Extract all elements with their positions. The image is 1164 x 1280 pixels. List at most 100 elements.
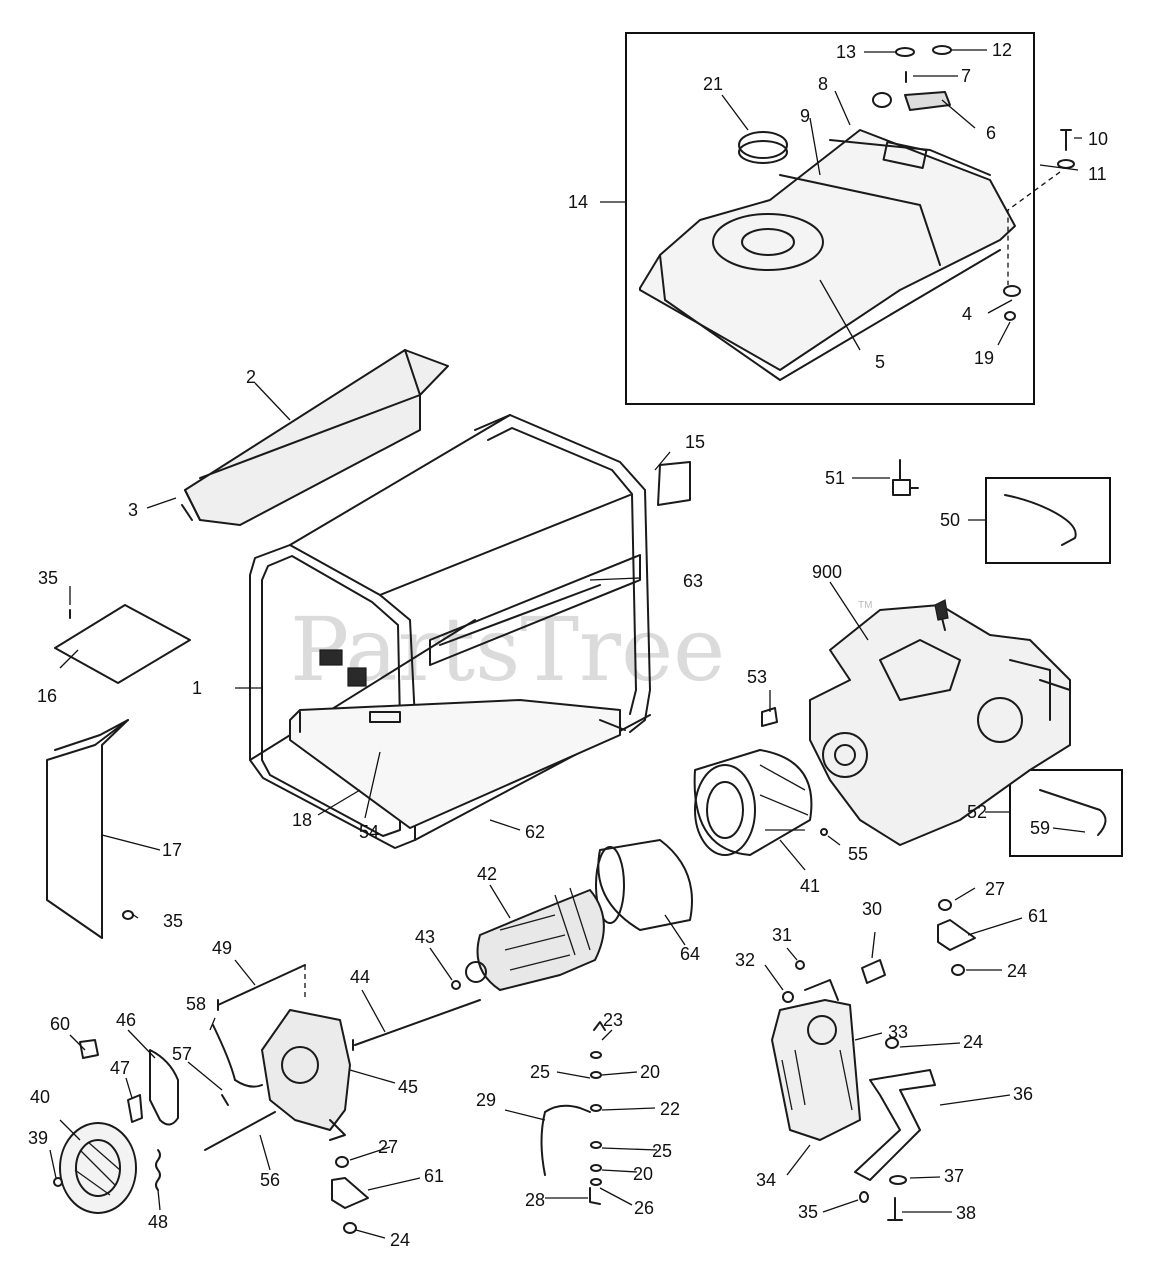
callout-20-top: 20 [640,1062,660,1082]
callout-27-left: 27 [378,1137,398,1157]
callout-47: 47 [110,1058,130,1078]
rod-56 [204,1111,276,1151]
cover-64-edge [595,846,625,924]
callout-13: 13 [836,42,856,62]
callout-60: 60 [50,1014,70,1034]
callout-57: 57 [172,1044,192,1064]
muffler-ribs [781,1049,853,1111]
washer-26 [590,1178,602,1186]
nut-24-right-lower [885,1037,899,1049]
bolt-38 [887,1197,903,1221]
engine-spark-plug [934,599,949,621]
nut-55 [820,828,828,836]
rotor-hub [465,961,487,983]
grommet-4 [1003,285,1021,297]
stator-laminations [759,764,809,831]
callout-34: 34 [756,1170,776,1190]
callout-55: 55 [848,844,868,864]
rod-49 [217,964,306,1011]
callout-19: 19 [974,348,994,368]
fuel-gauge-float [872,92,892,108]
callout-10: 10 [1088,129,1108,149]
callout-50: 50 [940,510,960,530]
callout-36: 36 [1013,1084,1033,1104]
stator-41 [693,749,813,856]
callout-9: 9 [800,106,810,126]
screw-35-panel [122,910,134,920]
callout-24-right: 24 [1007,961,1027,981]
muffler-inlet-pipe [804,979,839,1001]
fuel-line-box-52 [1009,769,1123,857]
callout-54: 54 [359,822,379,842]
callout-48: 48 [148,1212,168,1232]
bracket-46 [149,1049,179,1126]
washer-20-top [590,1071,602,1079]
bearing-43 [451,980,461,990]
callout-49: 49 [212,938,232,958]
fuel-gauge-seat [882,141,928,169]
engine-recoil-area [977,697,1023,743]
fuel-filler-opening [741,228,795,256]
engine-crank [834,744,856,766]
washer-20-bottom [590,1164,602,1172]
callout-24-mid: 24 [963,1032,983,1052]
mount-61-left [331,1177,369,1209]
callout-27-right: 27 [985,879,1005,899]
stator-cover-64 [595,839,693,931]
callout-43: 43 [415,927,435,947]
callout-7: 7 [961,66,971,86]
callout-23: 23 [603,1010,623,1030]
callout-32: 32 [735,950,755,970]
callout-11: 11 [1088,164,1107,184]
cover-40-center [75,1139,121,1197]
part-28 [589,1187,601,1205]
stator-bore [694,764,756,856]
rod-44 [352,999,481,1051]
fuel-gauge [904,91,951,111]
fuel-filler-neck [712,213,824,271]
muffler-body [771,999,861,1141]
stator-windings [706,781,744,839]
callout-61-right: 61 [1028,906,1048,926]
frame-rear-loop-inner [487,427,637,715]
callout-20-bottom: 20 [633,1164,653,1184]
frame-base-plate [289,699,621,829]
callout-42: 42 [477,864,497,884]
callout-28: 28 [525,1190,545,1210]
engine-detail [879,609,1071,721]
watermark-trademark: TM [858,600,872,611]
frame-bracket [319,649,343,666]
callout-35-top: 35 [38,568,58,588]
callout-53: 53 [747,667,767,687]
grommet-13 [895,47,915,57]
callout-21: 21 [703,74,723,94]
part-47 [127,1094,143,1123]
nut-24-right [951,964,965,976]
callout-6: 6 [986,123,996,143]
callout-3: 3 [128,500,138,520]
stator-housing [693,749,813,856]
frame-crossbar-63 [299,554,641,733]
fuel-line-box-50 [985,477,1111,564]
fuel-tank-group-frame [625,32,1035,405]
end-bell-body [261,1009,351,1131]
callout-51: 51 [825,468,845,488]
callout-18: 18 [292,810,312,830]
callout-900: 900 [812,562,842,582]
mount-61-right [937,919,976,951]
cover-40-grille [74,1141,121,1196]
callout-1: 1 [192,678,202,698]
callout-63: 63 [683,571,703,591]
engine-block [809,604,1071,846]
bolt-10 [1060,129,1072,151]
muffler-outlet [807,1015,837,1045]
rotor-fins [499,887,591,971]
end-bell-45 [261,1009,351,1141]
callout-35-panel: 35 [163,911,183,931]
valve-51 [892,459,919,496]
callout-35-bottom: 35 [798,1202,818,1222]
frame-bracket-2 [347,667,367,687]
recoil-cover-40 [59,1122,137,1214]
callout-37: 37 [944,1166,964,1186]
washer-11 [1057,159,1075,169]
